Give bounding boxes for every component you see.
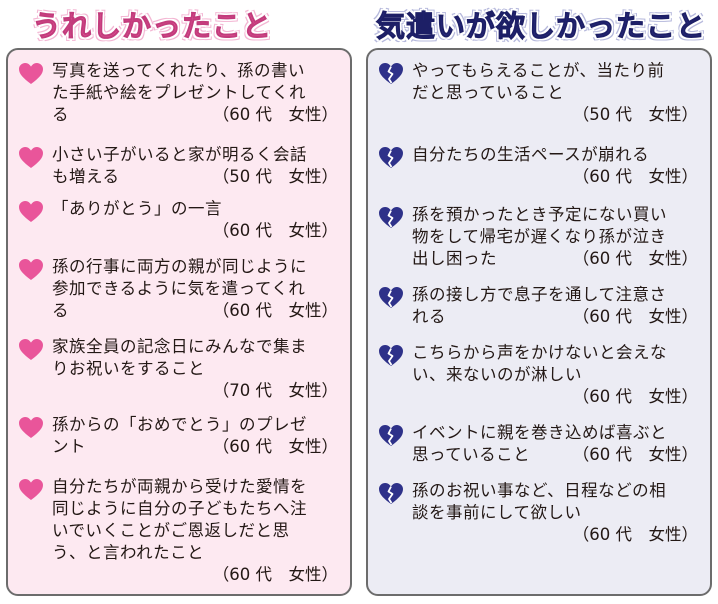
comment-line: だと思っていること bbox=[412, 83, 565, 102]
respondent-attribute: （60 代 女性） bbox=[572, 249, 698, 268]
respondent-attribute: （60 代 女性） bbox=[212, 301, 338, 320]
comment-line: ント bbox=[52, 437, 86, 456]
comment-line: る bbox=[52, 301, 69, 320]
respondent-attribute: （60 代 女性） bbox=[212, 565, 338, 584]
respondent-attribute: （50 代 女性） bbox=[572, 105, 698, 124]
respondent-attribute: （50 代 女性） bbox=[212, 167, 338, 186]
heart-icon bbox=[18, 416, 44, 440]
comment-line: う、と言われたこと bbox=[52, 543, 205, 562]
comment-line: 出し困った bbox=[412, 249, 497, 268]
comment-text: 孫の行事に両方の親が同じように参加できるように気を遣ってくれる bbox=[52, 256, 340, 322]
comment-line: 「ありがとう」の一言 bbox=[52, 199, 222, 218]
comment-text: 家族全員の記念日にみんなで集まりお祝いをすること bbox=[52, 336, 340, 380]
comment-line: 自分たちが両親から受けた愛情を bbox=[52, 477, 307, 496]
comment-line: 参加できるように気を遣ってくれ bbox=[52, 279, 306, 298]
comment-line: 孫のお祝い事など、日程などの相 bbox=[412, 481, 667, 500]
respondent-attribute: （60 代 女性） bbox=[572, 167, 698, 186]
comment-line: も増える bbox=[52, 167, 120, 186]
comment-line: 談を事前にして欲しい bbox=[412, 503, 582, 522]
comment-text: 孫を預かったとき予定にない買い物をして帰宅が遅くなり孫が泣き出し困った bbox=[412, 204, 700, 270]
panel-wanted-consideration: やってもらえることが、当たり前だと思っていること（50 代 女性）自分たちの生活… bbox=[366, 48, 712, 596]
broken-heart-icon bbox=[378, 286, 404, 310]
broken-heart-icon bbox=[378, 206, 404, 230]
comment-line: 孫からの「おめでとう」のプレゼ bbox=[52, 415, 307, 434]
respondent-attribute: （60 代 女性） bbox=[572, 307, 698, 326]
respondent-attribute: （60 代 女性） bbox=[572, 445, 698, 464]
comment-line: れる bbox=[412, 307, 446, 326]
title-wanted-consideration: 気遣いが欲しかったこと bbox=[375, 9, 707, 44]
title-happy: うれしかったこと bbox=[31, 9, 273, 44]
comment-line: 家族全員の記念日にみんなで集ま bbox=[52, 337, 307, 356]
heart-icon bbox=[18, 338, 44, 362]
comment-text: こちらから声をかけないと会えない、来ないのが淋しい bbox=[412, 342, 700, 386]
broken-heart-icon bbox=[378, 62, 404, 86]
comment-line: 孫の接し方で息子を通して注意さ bbox=[412, 285, 667, 304]
broken-heart-icon bbox=[378, 344, 404, 368]
comment-line: 自分たちの生活ペースが崩れる bbox=[412, 145, 650, 164]
comment-line: りお祝いをすること bbox=[52, 359, 205, 378]
respondent-attribute: （60 代 女性） bbox=[212, 221, 338, 240]
respondent-attribute: （70 代 女性） bbox=[212, 381, 338, 400]
comment-text: イベントに親を巻き込めば喜ぶと思っていること bbox=[412, 422, 700, 466]
respondent-attribute: （60 代 女性） bbox=[212, 105, 338, 124]
comment-line: 孫の行事に両方の親が同じように bbox=[52, 257, 307, 276]
comment-line: た手紙や絵をプレゼントしてくれ bbox=[52, 83, 307, 102]
comment-line: 思っていること bbox=[412, 445, 531, 464]
broken-heart-icon bbox=[378, 146, 404, 170]
comment-text: 自分たちが両親から受けた愛情を同じように自分の子どもたちへ注いでいくことがご恩返… bbox=[52, 476, 340, 564]
comment-line: 小さい子がいると家が明るく会話 bbox=[52, 145, 307, 164]
heart-icon bbox=[18, 146, 44, 170]
comment-line: る bbox=[52, 105, 69, 124]
comment-text: 「ありがとう」の一言 bbox=[52, 198, 340, 220]
comment-text: 小さい子がいると家が明るく会話も増える bbox=[52, 144, 340, 188]
comment-line: 同じように自分の子どもたちへ注 bbox=[52, 499, 307, 518]
comment-line: いでいくことがご恩返しだと思 bbox=[52, 521, 290, 540]
comment-text: やってもらえることが、当たり前だと思っていること bbox=[412, 60, 700, 104]
comment-text: 孫の接し方で息子を通して注意される bbox=[412, 284, 700, 328]
broken-heart-icon bbox=[378, 482, 404, 506]
comment-text: 孫からの「おめでとう」のプレゼント bbox=[52, 414, 340, 458]
respondent-attribute: （60 代 女性） bbox=[212, 437, 338, 456]
comment-text: 写真を送ってくれたり、孫の書いた手紙や絵をプレゼントしてくれる bbox=[52, 60, 340, 126]
comment-line: やってもらえることが、当たり前 bbox=[412, 61, 665, 80]
comment-line: い、来ないのが淋しい bbox=[412, 365, 582, 384]
comment-line: 物をして帰宅が遅くなり孫が泣き bbox=[412, 227, 667, 246]
heart-icon bbox=[18, 258, 44, 282]
comment-text: 自分たちの生活ペースが崩れる bbox=[412, 144, 700, 166]
comment-text: 孫のお祝い事など、日程などの相談を事前にして欲しい bbox=[412, 480, 700, 524]
respondent-attribute: （60 代 女性） bbox=[572, 525, 698, 544]
comment-line: 孫を預かったとき予定にない買い bbox=[412, 205, 667, 224]
heart-icon bbox=[18, 478, 44, 502]
comment-line: 写真を送ってくれたり、孫の書い bbox=[52, 61, 306, 80]
respondent-attribute: （60 代 女性） bbox=[572, 387, 698, 406]
heart-icon bbox=[18, 62, 44, 86]
comment-line: こちらから声をかけないと会えな bbox=[412, 343, 667, 362]
panel-happy-things: 写真を送ってくれたり、孫の書いた手紙や絵をプレゼントしてくれる（60 代 女性）… bbox=[6, 48, 352, 596]
broken-heart-icon bbox=[378, 424, 404, 448]
comment-line: イベントに親を巻き込めば喜ぶと bbox=[412, 423, 667, 442]
heart-icon bbox=[18, 200, 44, 224]
